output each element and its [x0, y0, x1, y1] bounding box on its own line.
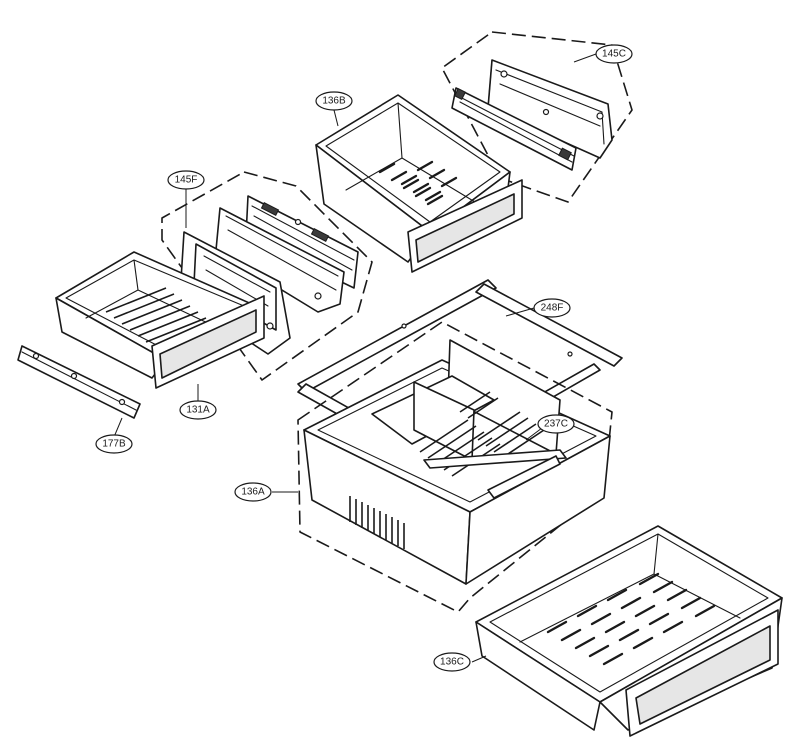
callout-237C: 237C [537, 414, 575, 434]
callout-131A: 131A [179, 400, 217, 420]
callout-248F: 248F [533, 298, 571, 318]
callout-145F: 145F [167, 170, 205, 190]
callout-leaders [113, 53, 597, 663]
label-136C: 136C [440, 657, 464, 668]
label-145C: 145C [602, 49, 626, 60]
label-131A: 131A [186, 405, 210, 416]
callout-136B: 136B [315, 91, 353, 111]
callout-177B: 177B [95, 434, 133, 454]
cover-bar-177B [17, 345, 141, 419]
label-237C: 237C [544, 419, 568, 430]
label-177B: 177B [102, 439, 126, 450]
label-145F: 145F [175, 175, 198, 186]
crisper-drawer-136B [315, 94, 523, 273]
callout-145C: 145C [595, 44, 633, 64]
label-136B: 136B [322, 96, 346, 107]
label-136A: 136A [241, 487, 265, 498]
callout-136C: 136C [433, 652, 471, 672]
slide-rail-assembly-145C [441, 31, 633, 203]
small-drawer-131A [55, 251, 265, 389]
pantry-drawer-136A [297, 321, 613, 613]
label-248F: 248F [541, 303, 564, 314]
callout-136A: 136A [234, 482, 272, 502]
crisper-drawer-136C [475, 525, 783, 737]
